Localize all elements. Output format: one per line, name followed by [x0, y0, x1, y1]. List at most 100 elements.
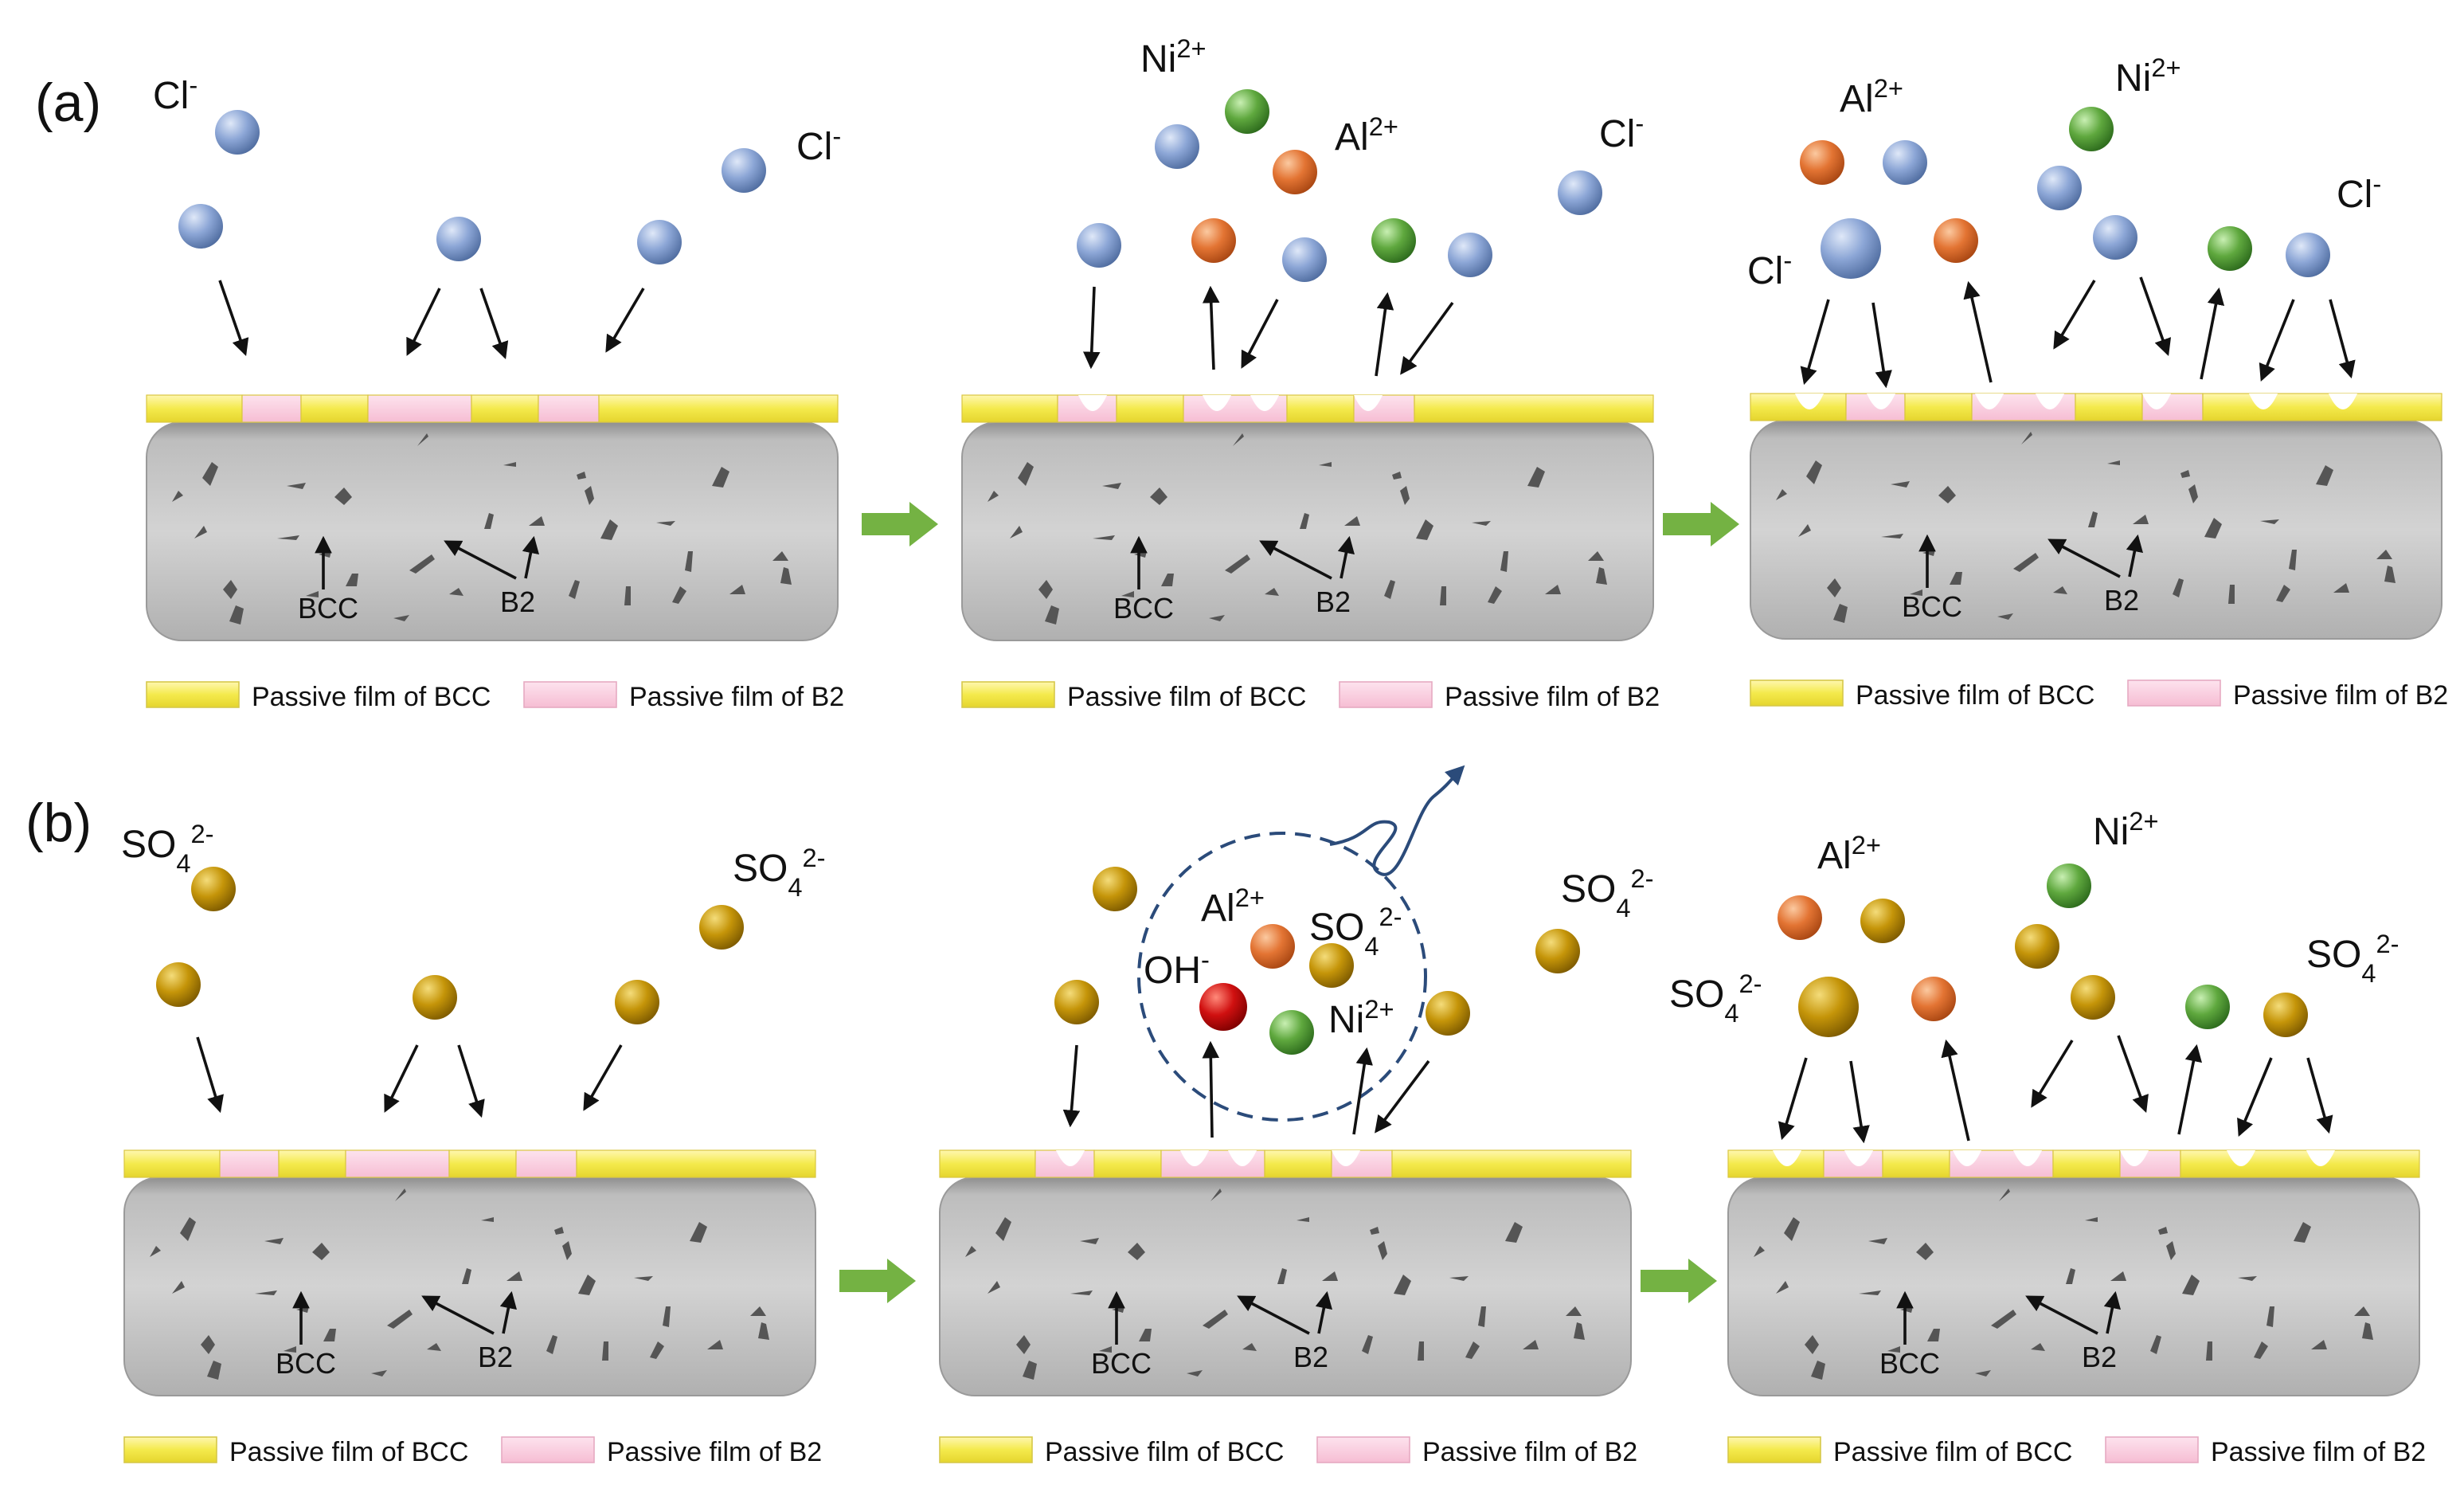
phase-inclusion	[1018, 462, 1034, 486]
phase-inclusion	[2182, 1275, 2200, 1295]
cl-label: Cl-	[1599, 108, 1644, 156]
arrow-icon	[522, 535, 539, 579]
phase-inclusion	[1102, 483, 1121, 489]
phase-inclusion	[2150, 1335, 2161, 1354]
phase-inclusion	[600, 519, 618, 540]
phase-inclusion	[1881, 534, 1903, 538]
arrow-icon	[479, 288, 509, 360]
cl-ion-sphere-icon	[178, 204, 223, 249]
arrow-icon	[1337, 535, 1355, 579]
phase-inclusion	[1225, 554, 1250, 574]
phase-inclusion	[2238, 1276, 2257, 1281]
bcc-phase-label: BCC	[1113, 592, 1174, 625]
so4-label: SO42-	[121, 819, 214, 878]
phase-inclusion	[409, 554, 435, 574]
arrow-icon	[2306, 1057, 2333, 1134]
pit-defect	[1953, 1150, 1981, 1166]
phase-inclusion	[1997, 613, 2013, 620]
arrow-icon	[2126, 534, 2143, 578]
phase-inclusion	[2260, 519, 2279, 524]
b2-phase-label: B2	[2082, 1341, 2117, 1373]
phase-inclusion	[201, 1335, 215, 1354]
ni-label: Ni2+	[1328, 994, 1394, 1042]
phase-inclusion	[2311, 1340, 2327, 1349]
phase-inclusion	[1776, 1281, 1789, 1294]
phase-inclusion	[1150, 488, 1167, 505]
so4-label: SO42-	[1309, 902, 1402, 961]
arrow-icon	[1259, 540, 1332, 580]
cl-ion-sphere-icon	[2093, 215, 2137, 260]
arrow-icon	[1241, 299, 1279, 369]
b2-phase-label: B2	[1316, 585, 1351, 618]
so-ion-sphere-icon	[1093, 867, 1137, 911]
phase-inclusion	[1362, 1335, 1373, 1354]
arrow-icon	[2103, 1290, 2121, 1334]
phase-inclusion	[1392, 472, 1402, 480]
arrow-icon	[2047, 538, 2121, 578]
phase-inclusion	[577, 472, 586, 480]
bcc-passive-film-segment	[300, 394, 369, 423]
pit-defect	[1228, 1150, 1257, 1166]
al-ion-sphere-icon	[1800, 140, 1844, 185]
phase-inclusion	[672, 586, 686, 604]
pit-defect	[2249, 394, 2278, 409]
bcc-passive-film-segment	[448, 1149, 517, 1178]
phase-inclusion	[1500, 551, 1508, 572]
ni-ion-sphere-icon	[2185, 985, 2230, 1029]
so-ion-sphere-icon	[2015, 924, 2059, 969]
arrow-icon	[583, 1044, 623, 1111]
phase-inclusion	[2204, 518, 2222, 538]
phase-inclusion	[462, 1268, 471, 1284]
phase-inclusion	[287, 483, 306, 489]
panel-label-b: (b)	[25, 793, 92, 853]
legend-b2-swatch	[501, 1436, 595, 1463]
bcc-phase-label: BCC	[298, 592, 358, 625]
so4-label: SO42-	[1561, 864, 1654, 922]
legend-b2-swatch	[523, 681, 617, 708]
phase-inclusion	[569, 580, 580, 599]
phase-inclusion	[150, 1246, 161, 1257]
cl-label: Cl-	[153, 70, 198, 118]
phase-inclusion	[712, 467, 729, 488]
bcc-passive-film-segment	[123, 1149, 221, 1178]
al-label: Al2+	[1335, 112, 1398, 159]
phase-inclusion	[2085, 1217, 2098, 1222]
phase-inclusion	[1938, 486, 1956, 503]
bcc-passive-film-segment	[2202, 393, 2442, 421]
legend-bcc-text: Passive film of BCC	[1856, 680, 2094, 711]
phase-inclusion	[387, 1310, 413, 1329]
arrow-icon	[384, 1044, 419, 1113]
bcc-passive-film-segment	[2180, 1149, 2420, 1178]
cl-ion-sphere-icon	[1077, 223, 1121, 268]
phase-inclusion	[988, 1281, 1000, 1294]
legend-bcc-swatch	[146, 681, 240, 708]
arrow-icon	[1400, 301, 1454, 375]
b2-passive-film-segment	[538, 394, 600, 423]
arrow-icon	[2237, 1057, 2273, 1137]
arrow-icon	[1941, 1039, 1970, 1142]
bcc-passive-film-segment	[961, 394, 1058, 423]
phase-inclusion	[750, 1306, 766, 1316]
phase-inclusion	[1523, 1340, 1539, 1349]
phase-inclusion	[965, 1246, 976, 1257]
b2-passive-film-segment	[241, 394, 302, 423]
phase-inclusion	[1394, 1275, 1411, 1295]
so-ion-sphere-icon	[615, 980, 659, 1024]
phase-inclusion	[481, 1217, 494, 1222]
legend-bcc-swatch	[961, 681, 1055, 708]
pit-defect	[1203, 395, 1231, 411]
arrow-icon	[1082, 286, 1101, 370]
cl-label: Cl-	[796, 121, 841, 169]
bcc-passive-film-segment	[1882, 1149, 1950, 1178]
phase-inclusion	[1099, 1346, 1112, 1353]
phase-inclusion	[780, 567, 792, 585]
al-label: Al2+	[1201, 883, 1265, 930]
phase-inclusion	[1868, 1238, 1887, 1244]
phase-inclusion	[1023, 1361, 1037, 1380]
phase-inclusion	[1488, 586, 1502, 604]
phase-inclusion	[1887, 1346, 1900, 1353]
phase-inclusion	[2289, 550, 2297, 570]
b2-phase-label: B2	[1293, 1341, 1328, 1373]
pit-defect	[1332, 1150, 1360, 1166]
pit-defect	[1773, 1150, 1801, 1166]
